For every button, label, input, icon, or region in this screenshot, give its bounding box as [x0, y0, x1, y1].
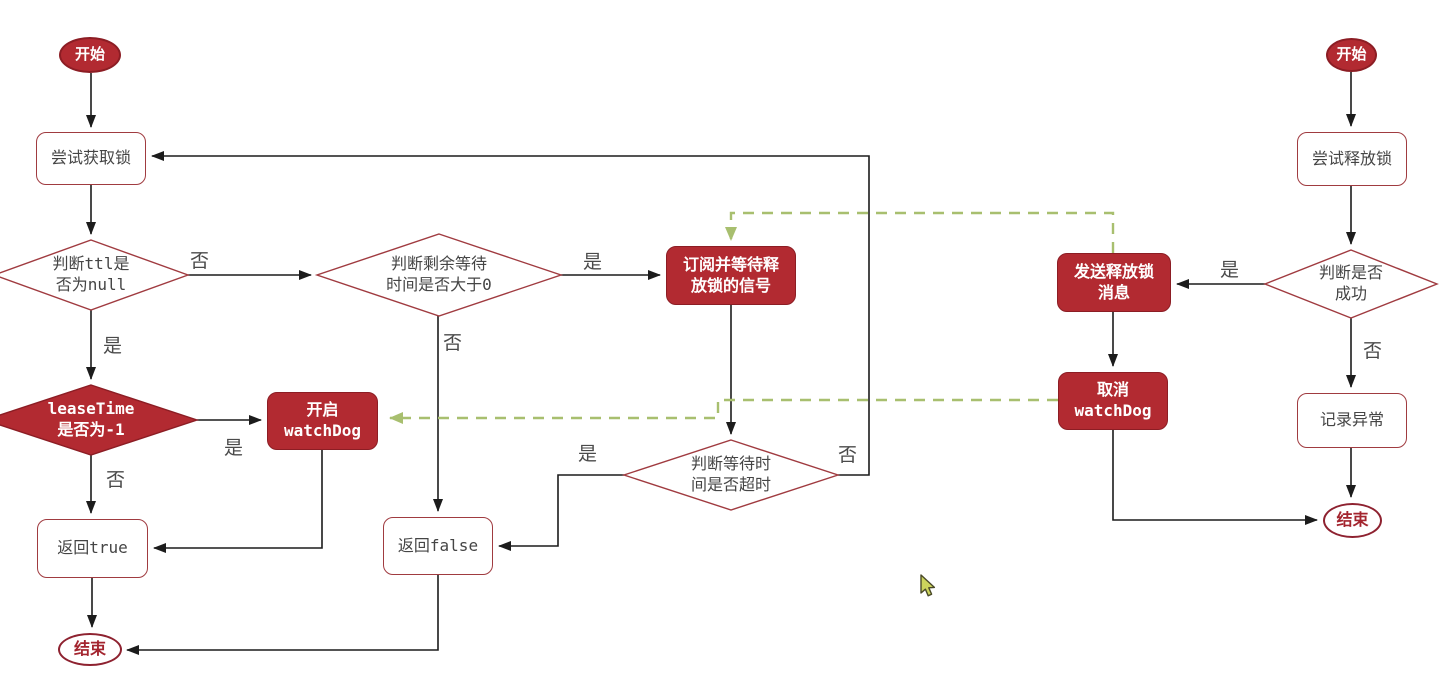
process-record-exception-label: 记录异常	[1319, 410, 1384, 430]
edge-timeout-yes-to-return-false	[498, 474, 624, 551]
process-send-release-message[interactable]: 发送释放锁 消息	[1057, 253, 1171, 312]
process-start-watchdog-label: 开启 watchDog	[283, 400, 362, 440]
decision-release-success-label: 判断是否 成功	[1318, 263, 1383, 303]
edge-return-false-to-end	[126, 575, 439, 655]
terminator-release-start[interactable]: 开始	[1326, 38, 1377, 72]
edge-label-remaining-yes: 是	[583, 251, 603, 273]
process-subscribe-wait-release-label: 订阅并等待释 放锁的信号	[682, 254, 779, 295]
process-cancel-watchdog-label: 取消 watchDog	[1074, 380, 1152, 420]
terminator-acquire-end-label: 结束	[73, 639, 106, 659]
process-start-watchdog[interactable]: 开启 watchDog	[267, 392, 378, 450]
decision-leasetime-minus-one[interactable]: leaseTime 是否为-1	[0, 385, 197, 455]
edge-label-remaining-no: 否	[443, 332, 463, 354]
terminator-acquire-start-label: 开始	[74, 45, 105, 64]
process-return-true-label: 返回true	[57, 538, 128, 558]
edge-label-success-no: 否	[1363, 340, 1383, 362]
process-try-acquire-lock-label: 尝试获取锁	[50, 148, 131, 168]
edge-label-timeout-no: 否	[838, 444, 858, 466]
decision-ttl-null[interactable]: 判断ttl是 否为null	[0, 240, 188, 310]
decision-leasetime-minus-one-label: leaseTime 是否为-1	[47, 399, 135, 439]
edge-label-ttl-no: 否	[190, 250, 210, 272]
process-try-acquire-lock[interactable]: 尝试获取锁	[36, 132, 146, 185]
terminator-release-end[interactable]: 结束	[1323, 503, 1382, 538]
process-send-release-message-label: 发送释放锁 消息	[1073, 261, 1154, 302]
edge-dashed-cancel-watchdog-to-start-watchdog	[389, 398, 1058, 424]
terminator-release-end-label: 结束	[1336, 510, 1369, 530]
decision-remaining-wait-time-shape	[317, 234, 561, 316]
decision-ttl-null-label: 判断ttl是 否为null	[52, 254, 130, 294]
process-try-release-lock-label: 尝试释放锁	[1311, 148, 1392, 168]
process-return-true[interactable]: 返回true	[37, 519, 148, 578]
edge-label-leasetime-no: 否	[106, 469, 126, 491]
edge-label-timeout-yes: 是	[578, 443, 598, 465]
terminator-release-start-label: 开始	[1336, 45, 1367, 64]
decision-wait-timeout-shape	[624, 440, 838, 510]
process-return-false[interactable]: 返回false	[383, 517, 493, 575]
decision-release-success[interactable]: 判断是否 成功	[1265, 250, 1437, 318]
edge-label-ttl-yes: 是	[103, 335, 123, 357]
edge-cancel-watchdog-to-end	[1112, 430, 1318, 525]
decision-remaining-wait-time-label: 判断剩余等待 时间是否大于0	[386, 254, 492, 294]
decision-release-success-shape	[1265, 250, 1437, 318]
edge-start-watchdog-to-return-true	[153, 450, 323, 553]
terminator-acquire-end[interactable]: 结束	[58, 633, 122, 666]
mouse-cursor	[920, 574, 936, 597]
edge-timeout-no-to-try-acquire	[151, 151, 870, 476]
process-return-false-label: 返回false	[397, 535, 479, 555]
edge-label-success-yes: 是	[1220, 259, 1240, 281]
process-subscribe-wait-release[interactable]: 订阅并等待释 放锁的信号	[666, 246, 796, 305]
process-record-exception[interactable]: 记录异常	[1297, 393, 1407, 448]
decision-wait-timeout-label: 判断等待时 间是否超时	[690, 454, 771, 494]
process-try-release-lock[interactable]: 尝试释放锁	[1297, 132, 1407, 186]
decision-ttl-null-shape	[0, 240, 188, 310]
process-cancel-watchdog[interactable]: 取消 watchDog	[1058, 372, 1168, 430]
terminator-acquire-start[interactable]: 开始	[59, 37, 121, 73]
decision-wait-timeout[interactable]: 判断等待时 间是否超时	[624, 440, 838, 510]
edge-dashed-send-release-to-subscribe	[725, 211, 1115, 253]
decision-remaining-wait-time[interactable]: 判断剩余等待 时间是否大于0	[317, 234, 561, 316]
decision-leasetime-minus-one-shape	[0, 385, 197, 455]
edge-label-leasetime-yes: 是	[224, 437, 244, 459]
